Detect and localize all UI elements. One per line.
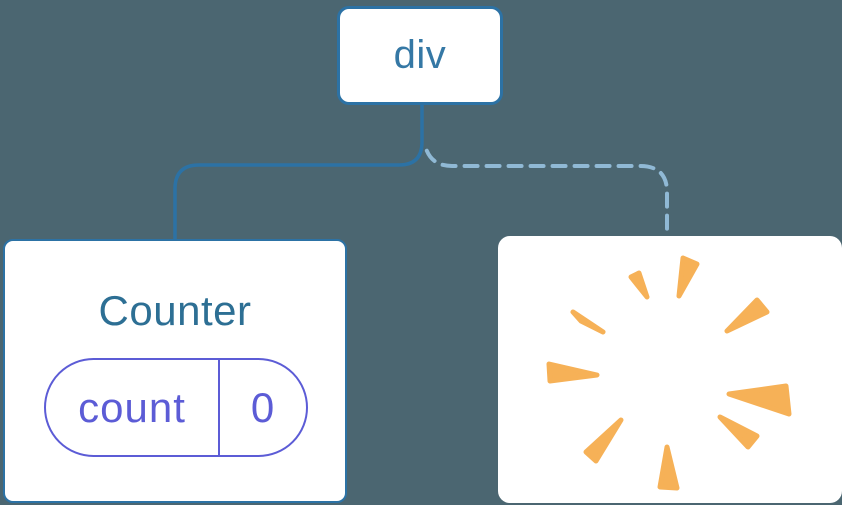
state-value-cell: 0 <box>220 360 306 455</box>
counter-node-title: Counter <box>98 287 252 334</box>
solid-connector-line <box>173 103 424 241</box>
removed-node <box>498 236 842 503</box>
state-value-label: 0 <box>250 383 276 431</box>
poof-starburst-icon <box>546 255 792 491</box>
state-pill: count 0 <box>44 358 308 457</box>
root-node-label: div <box>393 33 447 77</box>
state-key-cell: count <box>46 360 220 455</box>
state-key-label: count <box>78 383 186 431</box>
counter-node: Counter count 0 <box>3 239 347 503</box>
root-node: div <box>337 6 503 105</box>
dashed-connector-line <box>423 143 669 238</box>
